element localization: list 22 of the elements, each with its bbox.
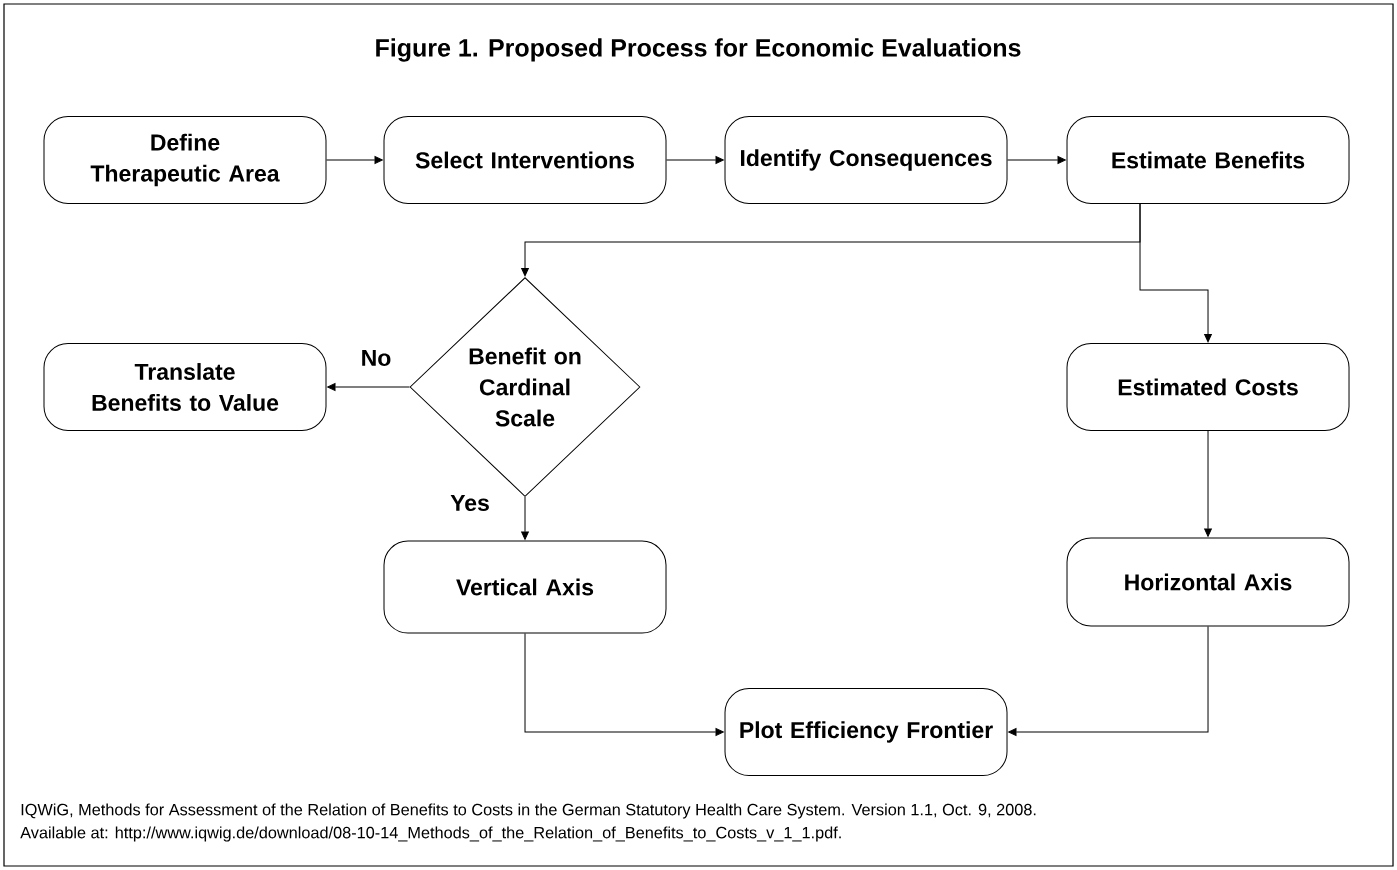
process-box: Estimate Benefits (1066, 116, 1350, 204)
process-box: Plot Efficiency Frontier (724, 688, 1008, 776)
process-box: Horizontal Axis (1066, 537, 1350, 627)
process-box: Vertical Axis (383, 540, 667, 634)
process-box: Identify Consequences (724, 116, 1008, 204)
citation-text: IQWiG, Methods for Assessment of the Relation of Benefits to Costs in the German Statutory Health Care System. Version 1.1, Oct. 9, 2008. (21, 803, 1036, 819)
citation-text: Available at: http://www.iqwig.de/download/08-10-14_Methods_of_the_Relation_of_Benefits_to_Costs_v_1_1.pdf. (20, 826, 841, 842)
arrow (1204, 430, 1212, 537)
arrow (524, 633, 724, 736)
arrow (327, 383, 410, 391)
process-box: Estimated Costs (1066, 343, 1350, 431)
process-box: Define Therapeutic Area (43, 116, 327, 204)
title: Figure 1. Proposed Process for Economic Evaluations (376, 38, 1021, 62)
arrow (666, 156, 724, 164)
arrow (521, 496, 529, 540)
process-box: Translate Benefits to Value (43, 343, 327, 431)
arrow (1007, 156, 1066, 164)
edge-label: No (358, 348, 394, 369)
process-box: Select Interventions (383, 116, 667, 204)
arrow (1008, 626, 1209, 736)
arrow (326, 156, 383, 164)
arrow (1139, 203, 1212, 343)
